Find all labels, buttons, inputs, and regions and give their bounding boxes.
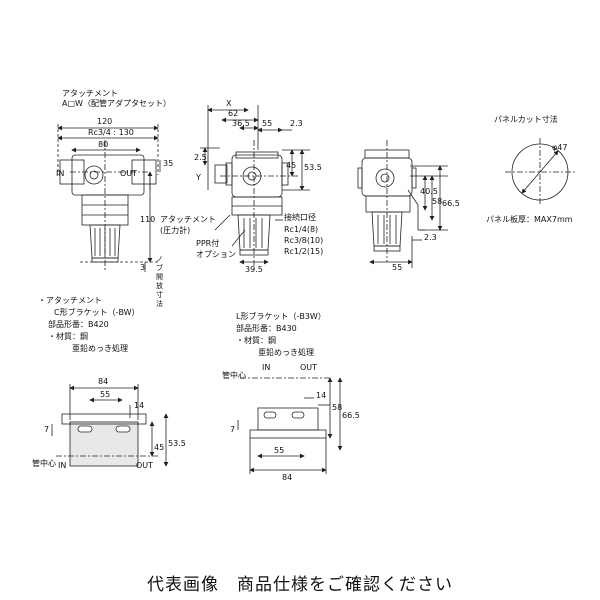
- l-bracket-finish: 亜鉛めっき処理: [258, 347, 314, 357]
- l-dim-665: 66.5: [342, 411, 360, 420]
- dim-110: 110: [140, 215, 155, 224]
- dim-3: 3: [140, 263, 145, 272]
- caption: 代表画像 商品仕様をご確認ください: [147, 575, 453, 595]
- gauge-label: アタッチメント (圧力計): [160, 215, 216, 235]
- l-bracket-material: ・材質：鋼: [236, 335, 276, 345]
- dim-x: X: [226, 99, 232, 108]
- l-bracket-name: L形ブラケット（-B3W）: [236, 311, 326, 321]
- l-in: IN: [262, 363, 270, 372]
- front-out: OUT: [120, 169, 137, 178]
- c-center: 管中心: [32, 458, 56, 468]
- l-out: OUT: [300, 363, 317, 372]
- dim-23-rear: 2.3: [424, 233, 437, 242]
- port-1: Rc1/4(8): [284, 225, 318, 234]
- dim-395: 39.5: [245, 265, 263, 274]
- c-dim-55: 55: [100, 390, 110, 399]
- port-3: Rc1/2(15): [284, 247, 323, 256]
- c-in: IN: [58, 461, 66, 470]
- l-bracket-drawing: [237, 377, 343, 474]
- port-title: 接続口径: [284, 212, 316, 222]
- attachment-title: アタッチメント: [62, 89, 118, 98]
- port-2: Rc3/8(10): [284, 236, 323, 245]
- c-dim-84: 84: [98, 377, 108, 386]
- dim-45-side: 45: [286, 161, 296, 170]
- panel-dia: φ47: [552, 143, 567, 152]
- dim-55-side: 55: [262, 119, 272, 128]
- c-dim-7: 7: [44, 425, 49, 434]
- dim-y: Y: [195, 173, 201, 182]
- c-bracket-drawing: [51, 384, 169, 467]
- panel-cut: [505, 138, 575, 206]
- rear-view: [357, 140, 448, 268]
- l-dim-7: 7: [230, 425, 235, 434]
- dim-80: 80: [98, 140, 108, 149]
- c-dim-535: 53.5: [168, 439, 186, 448]
- dim-120: 120: [97, 117, 112, 126]
- l-bracket-part: 部品形番：B430: [236, 323, 297, 333]
- knob-side-label: ノブ開放寸法: [156, 255, 163, 308]
- dim-535-side: 53.5: [304, 163, 322, 172]
- c-out: OUT: [136, 461, 153, 470]
- c-bracket-finish: 亜鉛めっき処理: [72, 343, 128, 353]
- dim-25: 2.5: [194, 153, 207, 162]
- front-view: [57, 124, 161, 272]
- l-dim-55: 55: [274, 446, 284, 455]
- attachment-subtitle: A□W（配管アダプタセット）: [62, 98, 171, 108]
- c-bracket-part: 部品形番：B420: [48, 319, 109, 329]
- c-bracket-title: ・アタッチメント: [38, 296, 102, 305]
- dim-35: 35: [163, 159, 173, 168]
- front-in: IN: [56, 169, 64, 178]
- c-bracket-material: ・材質：鋼: [48, 331, 88, 341]
- panel-title: パネルカット寸法: [494, 114, 558, 124]
- dim-55-rear: 55: [392, 263, 402, 272]
- dim-405: 40.5: [420, 187, 438, 196]
- dim-62: 62: [228, 109, 238, 118]
- l-dim-84: 84: [282, 473, 292, 482]
- ppr-label: PPR付 オプション: [196, 239, 236, 259]
- l-dim-58: 58: [332, 403, 342, 412]
- c-dim-14: 14: [134, 401, 144, 410]
- side-view: [200, 105, 310, 270]
- dim-23-side: 2.3: [290, 119, 303, 128]
- dim-665-rear: 66.5: [442, 199, 460, 208]
- dim-365: 36.5: [232, 119, 250, 128]
- l-dim-14: 14: [316, 391, 326, 400]
- panel-thickness: パネル板厚：MAX7mm: [486, 214, 573, 224]
- l-center: 管中心: [222, 370, 246, 380]
- dim-rc34: Rc3/4 : 130: [88, 128, 134, 137]
- c-bracket-name: C形ブラケット（-BW）: [54, 307, 140, 317]
- dim-58-rear: 58: [432, 197, 442, 206]
- c-dim-45: 45: [154, 443, 164, 452]
